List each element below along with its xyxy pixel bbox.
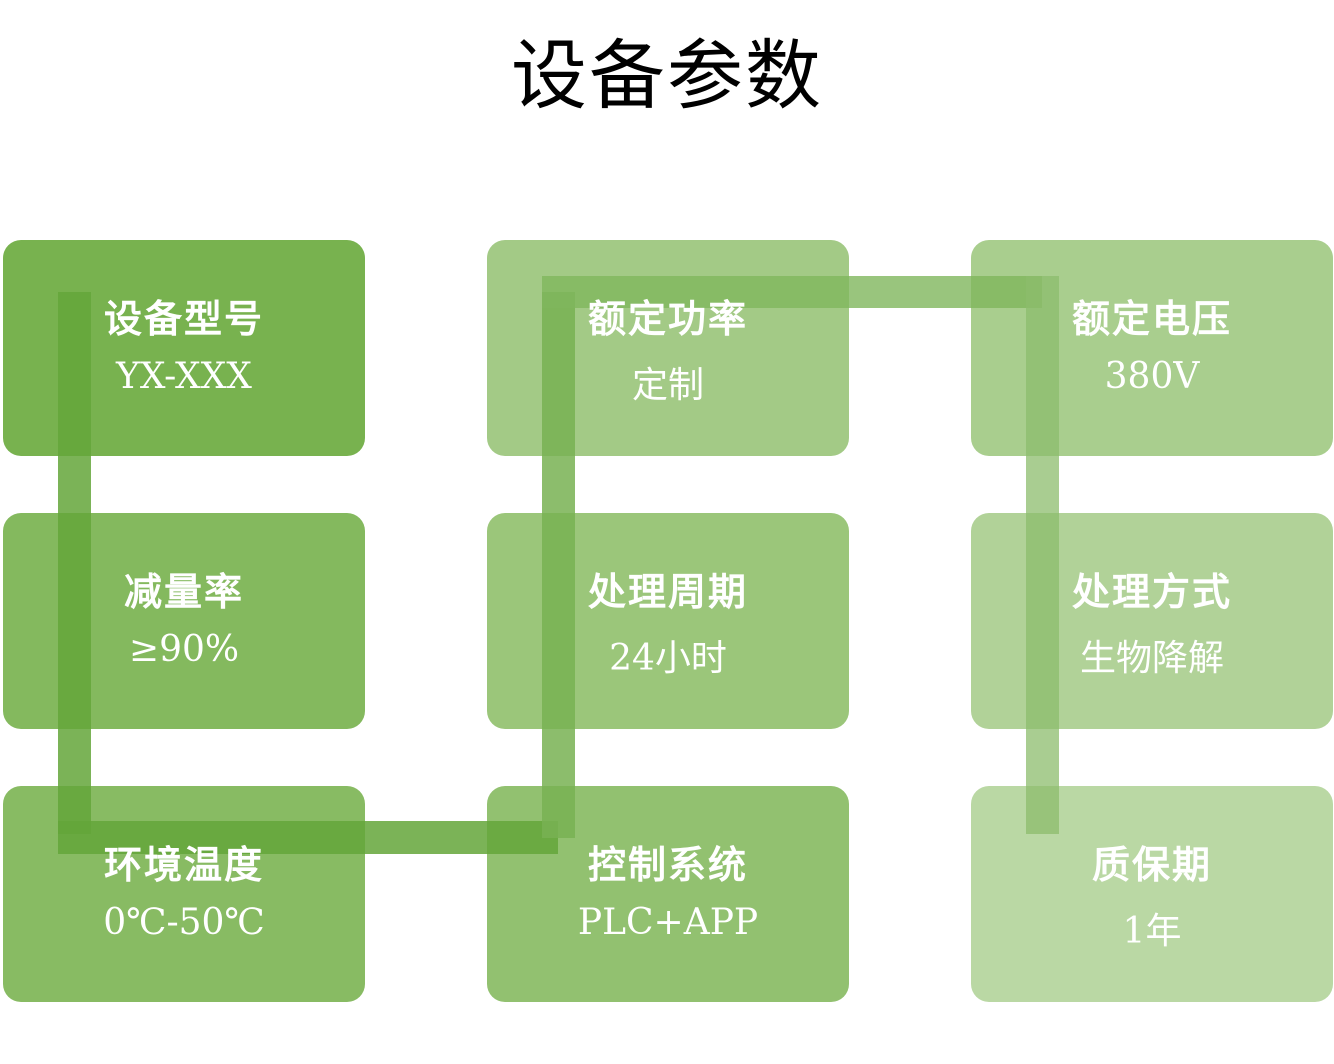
card-label: 环境温度 [103, 842, 264, 887]
connector-segment [58, 292, 91, 834]
card-value: ≥90% [128, 629, 240, 670]
card-value: 380V [1104, 356, 1200, 397]
card-value: 生物降解 [1079, 638, 1224, 679]
card-label: 质保期 [1091, 842, 1212, 887]
card-label: 额定电压 [1071, 296, 1232, 341]
card-value: 0℃-50℃ [103, 902, 265, 943]
card-value: YX-XXX [116, 356, 252, 397]
card-value: 24小时 [609, 638, 727, 679]
connector-segment [542, 292, 575, 838]
card-value: 定制 [631, 365, 704, 406]
card-label: 额定功率 [587, 296, 748, 341]
connector-segment [1026, 276, 1059, 834]
card-label: 设备型号 [103, 296, 264, 341]
connector-segment [542, 276, 1042, 308]
connector-segment [58, 821, 558, 854]
card-label: 减量率 [123, 569, 244, 614]
card-label: 控制系统 [587, 842, 748, 887]
card-label: 处理周期 [587, 569, 748, 614]
card-label: 处理方式 [1071, 569, 1232, 614]
card-value: PLC+APP [577, 902, 759, 943]
card-value: 1年 [1122, 911, 1182, 952]
page-title: 设备参数 [511, 31, 823, 120]
